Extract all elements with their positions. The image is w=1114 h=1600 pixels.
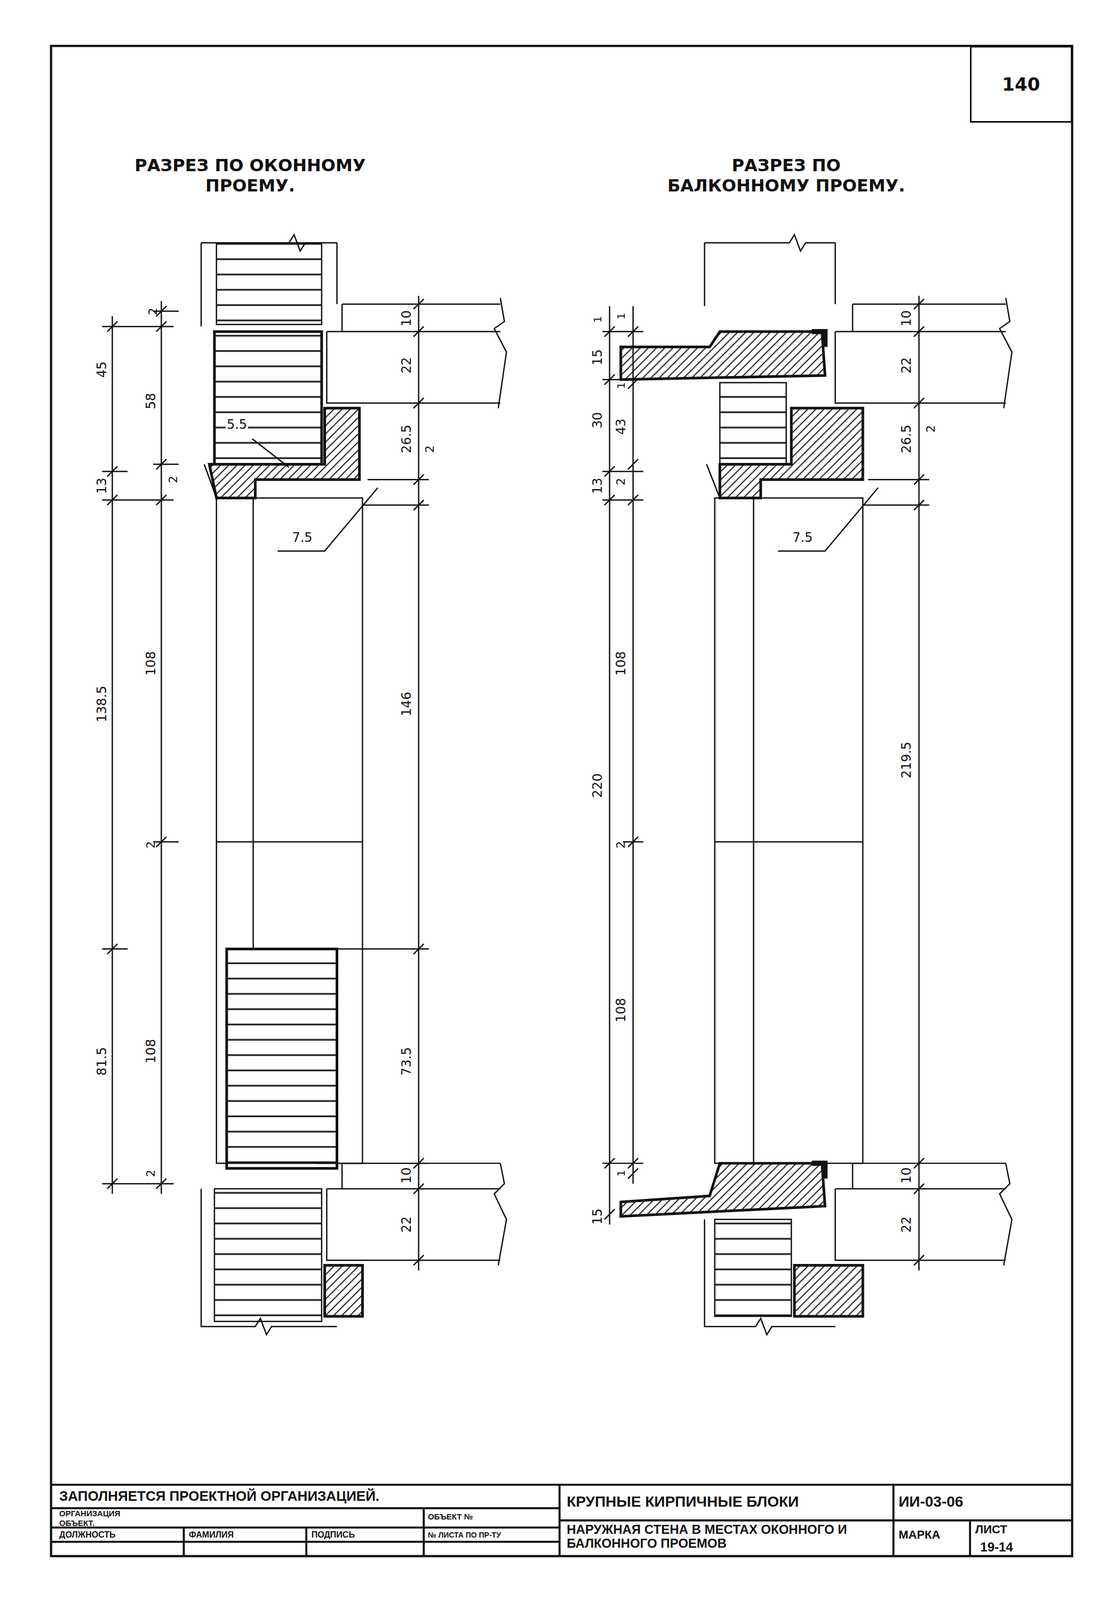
dimension-value: 7.5 — [791, 531, 814, 545]
sheet-number-box: 140 — [969, 45, 1072, 123]
dimension-value: 146 — [400, 691, 413, 717]
title-block-cell: ОРГАНИЗАЦИЯ — [59, 1509, 121, 1518]
dimension-value: 1 — [615, 1170, 627, 1178]
dimension-value: 2 — [147, 307, 159, 316]
dimension-value: 10 — [400, 1167, 413, 1185]
dimension-value: 108 — [144, 1039, 158, 1064]
dimension-value: 10 — [900, 310, 913, 328]
dimension-value: 30 — [591, 412, 604, 429]
title-block-cell: ПОДПИСЬ — [311, 1531, 355, 1540]
dimension-value: 22 — [400, 1216, 413, 1234]
dimension-value: 2 — [615, 841, 627, 849]
dimension-value: 13 — [591, 477, 604, 495]
dimension-value: 15 — [591, 348, 604, 366]
dimension-value: 45 — [95, 361, 109, 378]
title-block-cell: ФАМИЛИЯ — [188, 1531, 234, 1540]
dimension-value: 73.5 — [400, 1047, 413, 1076]
dimension-value: 1 — [615, 382, 627, 390]
dimension-value: 22 — [900, 357, 913, 375]
dimension-value: 10 — [400, 310, 413, 328]
dimension-value: 108 — [144, 651, 158, 676]
title-block-cell: ИИ-03-06 — [898, 1494, 964, 1510]
dimension-value: 10 — [900, 1167, 913, 1185]
title-block-cell: КРУПНЫЕ КИРПИЧНЫЕ БЛОКИ — [566, 1494, 799, 1510]
dimension-value: 26.5 — [400, 424, 413, 453]
dimension-value: 58 — [144, 393, 158, 410]
dimension-value: 219.5 — [900, 742, 913, 779]
title-block-cell: ЛИСТ — [975, 1524, 1008, 1537]
dimension-value: 2 — [167, 475, 180, 484]
dimension-value: 138.5 — [95, 686, 109, 723]
dimension-value: 26.5 — [900, 424, 913, 453]
dimension-value: 1 — [592, 315, 603, 323]
sheet-number: 140 — [1001, 73, 1040, 95]
dimension-value: 2 — [925, 425, 937, 433]
dimension-value: 22 — [900, 1216, 913, 1234]
section-title: РАЗРЕЗ ПО БАЛКОННОМУ ПРОЕМУ. — [658, 155, 915, 197]
section-title: РАЗРЕЗ ПО ОКОННОМУ ПРОЕМУ. — [122, 155, 379, 197]
dimension-value: 1 — [615, 313, 627, 321]
dimension-value: 2 — [145, 1170, 157, 1178]
title-block-cell: НАРУЖНАЯ СТЕНА В МЕСТАХ ОКОННОГО И БАЛКО… — [566, 1523, 889, 1552]
dimension-value: 2 — [615, 478, 627, 486]
dimension-value: 2 — [145, 841, 157, 849]
dimension-value: 2 — [424, 445, 436, 453]
dimension-value: 81.5 — [95, 1047, 109, 1076]
dimension-value: 15 — [591, 1208, 604, 1225]
dimension-value: 220 — [591, 773, 604, 799]
dimension-value: 108 — [614, 998, 628, 1023]
title-block-cell: 19-14 — [980, 1541, 1013, 1555]
title-block-cell: № ЛИСТА ПО ПР-ТУ — [427, 1531, 501, 1540]
title-block-cell: ОБЪЕКТ. — [59, 1518, 95, 1527]
title-block-cell: ЗАПОЛНЯЕТСЯ ПРОЕКТНОЙ ОРГАНИЗАЦИЕЙ. — [59, 1489, 380, 1504]
dimension-value: 43 — [614, 418, 628, 435]
dimension-value: 7.5 — [290, 531, 314, 545]
dimension-value: 5.5 — [225, 418, 249, 432]
title-block-cell: ДОЛЖНОСТЬ — [59, 1531, 116, 1540]
dimension-value: 108 — [614, 651, 628, 676]
dimension-value: 13 — [95, 477, 109, 495]
dimension-value: 22 — [400, 357, 413, 375]
title-block-cell: ОБЪЕКТ № — [427, 1513, 474, 1522]
title-block-cell: МАРКА — [898, 1529, 941, 1542]
